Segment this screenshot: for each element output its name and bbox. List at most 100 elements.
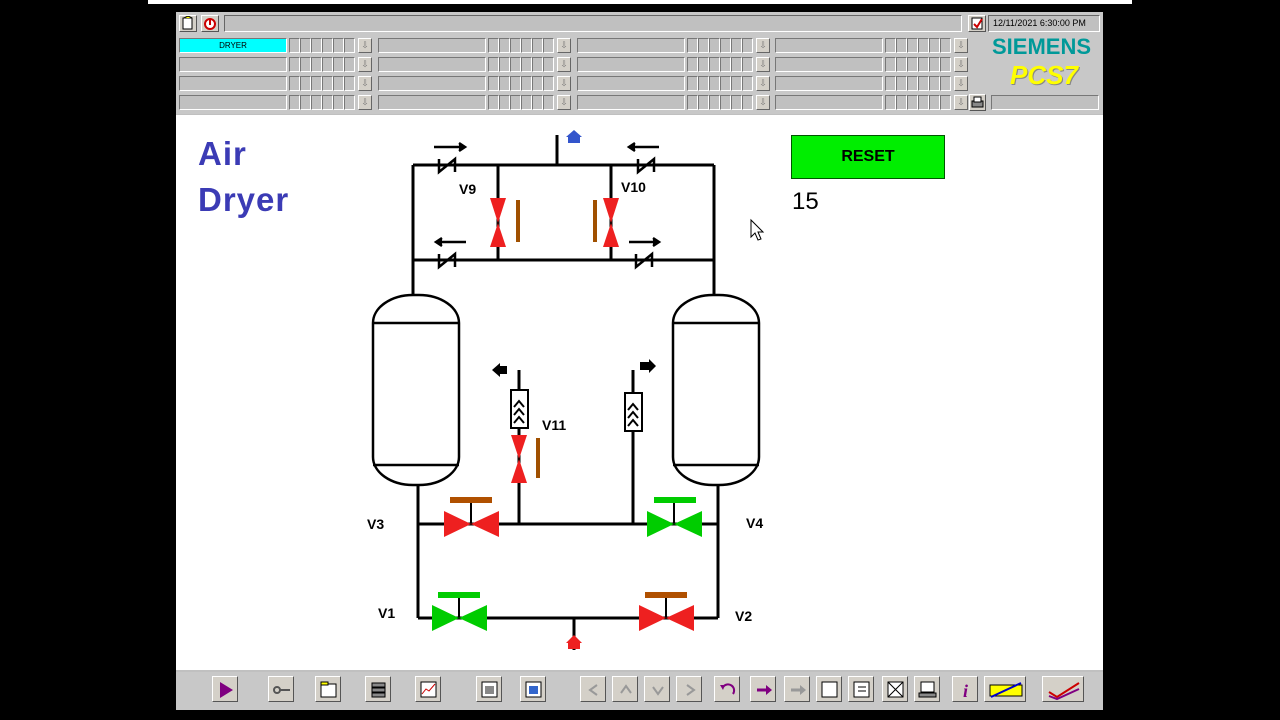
alarm-indicator [532, 76, 543, 91]
alarm-indicator [731, 76, 742, 91]
area-down-arrow-icon[interactable]: ⇩ [756, 57, 770, 72]
area-name-field[interactable] [179, 95, 287, 110]
alarm-indicator [300, 38, 311, 53]
alarm-indicator [300, 57, 311, 72]
alarm-list-icon[interactable] [201, 15, 219, 32]
screen-a-icon[interactable] [476, 676, 502, 702]
inlet-arrow-icon [566, 635, 582, 649]
area-down-arrow-icon[interactable]: ⇩ [557, 57, 571, 72]
down-arrow-icon[interactable] [644, 676, 670, 702]
area-down-arrow-icon[interactable]: ⇩ [954, 38, 968, 53]
area-name-field[interactable] [775, 76, 883, 91]
area-name-field[interactable] [775, 57, 883, 72]
alarm-indicator [940, 57, 951, 72]
alarm-indicator [885, 57, 896, 72]
info-icon[interactable]: i [952, 676, 978, 702]
alarm-indicator [289, 38, 300, 53]
stack-icon[interactable] [365, 676, 391, 702]
alarm-indicator [488, 76, 499, 91]
jump-icon[interactable] [750, 676, 776, 702]
alarm-indicator [532, 95, 543, 110]
alarm-indicator [720, 95, 731, 110]
check-icon[interactable] [1042, 676, 1084, 702]
area-down-arrow-icon[interactable]: ⇩ [358, 38, 372, 53]
area-down-arrow-icon[interactable]: ⇩ [756, 95, 770, 110]
screen-b-icon[interactable] [520, 676, 546, 702]
alarm-indicator [896, 57, 907, 72]
area-name-field[interactable] [179, 57, 287, 72]
valve-v1 [432, 592, 487, 631]
start-icon[interactable] [212, 676, 238, 702]
alarm-indicator [333, 76, 344, 91]
alarm-indicator [929, 95, 940, 110]
next-icon[interactable] [784, 676, 810, 702]
area-name-field[interactable] [775, 95, 883, 110]
area-name-field[interactable] [179, 76, 287, 91]
alarm-indicator [929, 38, 940, 53]
area-name-field[interactable] [577, 57, 685, 72]
area-name-field[interactable] [577, 38, 685, 53]
area-name-field[interactable] [775, 38, 883, 53]
alarm-indicator [532, 38, 543, 53]
area-down-arrow-icon[interactable]: ⇩ [954, 76, 968, 91]
alarm-indicator [731, 57, 742, 72]
alarm-indicator [521, 57, 532, 72]
area-name-field[interactable] [378, 76, 486, 91]
cycle-counter: 15 [792, 188, 819, 215]
area-down-arrow-icon[interactable]: ⇩ [954, 57, 968, 72]
screen-title-line1: Air [198, 135, 247, 172]
new-message-icon[interactable] [179, 15, 197, 32]
alarm-indicator [698, 76, 709, 91]
area-name-field[interactable] [577, 76, 685, 91]
alarm-indicator [731, 95, 742, 110]
left-arrow-icon[interactable] [580, 676, 606, 702]
alarm-indicator [333, 57, 344, 72]
alarm-indicator [731, 38, 742, 53]
key-icon[interactable] [268, 676, 294, 702]
area-down-arrow-icon[interactable]: ⇩ [756, 76, 770, 91]
alarm-indicator [344, 57, 355, 72]
alarm-indicator [896, 38, 907, 53]
terminal-icon[interactable] [914, 676, 940, 702]
alarm-indicator [344, 76, 355, 91]
area-down-arrow-icon[interactable]: ⇩ [756, 38, 770, 53]
message-line [224, 15, 962, 32]
undo-icon[interactable] [714, 676, 740, 702]
date-time-display: 12/11/2021 6:30:00 PM [988, 15, 1100, 32]
alarm-indicator [300, 95, 311, 110]
window-c-icon[interactable] [882, 676, 908, 702]
window-a-icon[interactable] [816, 676, 842, 702]
alarm-indicator [720, 76, 731, 91]
window-b-icon[interactable] [848, 676, 874, 702]
area-name-field[interactable] [378, 38, 486, 53]
pcs7-logo: PCS7 [1010, 60, 1078, 90]
reset-button[interactable]: RESET [791, 135, 945, 179]
alarm-indicator [499, 76, 510, 91]
printer-icon[interactable] [969, 94, 986, 111]
area-name-field[interactable]: DRYER [179, 38, 287, 53]
area-down-arrow-icon[interactable]: ⇩ [954, 95, 968, 110]
overview-header: 12/11/2021 6:30:00 PM DRYER ⇩ ⇩ ⇩ ⇩ ⇩ ⇩ ⇩ ⇩ ⇩ ⇩ ⇩ ⇩ ⇩… [176, 12, 1103, 114]
button-bar: i [176, 672, 1103, 710]
area-down-arrow-icon[interactable]: ⇩ [557, 38, 571, 53]
alarm-indicator [510, 76, 521, 91]
area-name-field[interactable] [378, 95, 486, 110]
acknowledge-icon[interactable] [968, 15, 986, 32]
alarm-indicator [742, 76, 753, 91]
trend-icon[interactable] [415, 676, 441, 702]
area-name-field[interactable] [378, 57, 486, 72]
area-down-arrow-icon[interactable]: ⇩ [557, 76, 571, 91]
area-down-arrow-icon[interactable]: ⇩ [358, 57, 372, 72]
area-down-arrow-icon[interactable]: ⇩ [358, 95, 372, 110]
alarm-indicator [289, 57, 300, 72]
area-down-arrow-icon[interactable]: ⇩ [557, 95, 571, 110]
right-arrow-icon[interactable] [676, 676, 702, 702]
area-name-field[interactable] [577, 95, 685, 110]
label-v2: V2 [735, 608, 753, 624]
area-down-arrow-icon[interactable]: ⇩ [358, 76, 372, 91]
alarm-indicator [885, 95, 896, 110]
folder-icon[interactable] [315, 676, 341, 702]
ack-icon[interactable] [984, 676, 1026, 702]
up-arrow-icon[interactable] [612, 676, 638, 702]
top-frame-line [148, 0, 1132, 4]
